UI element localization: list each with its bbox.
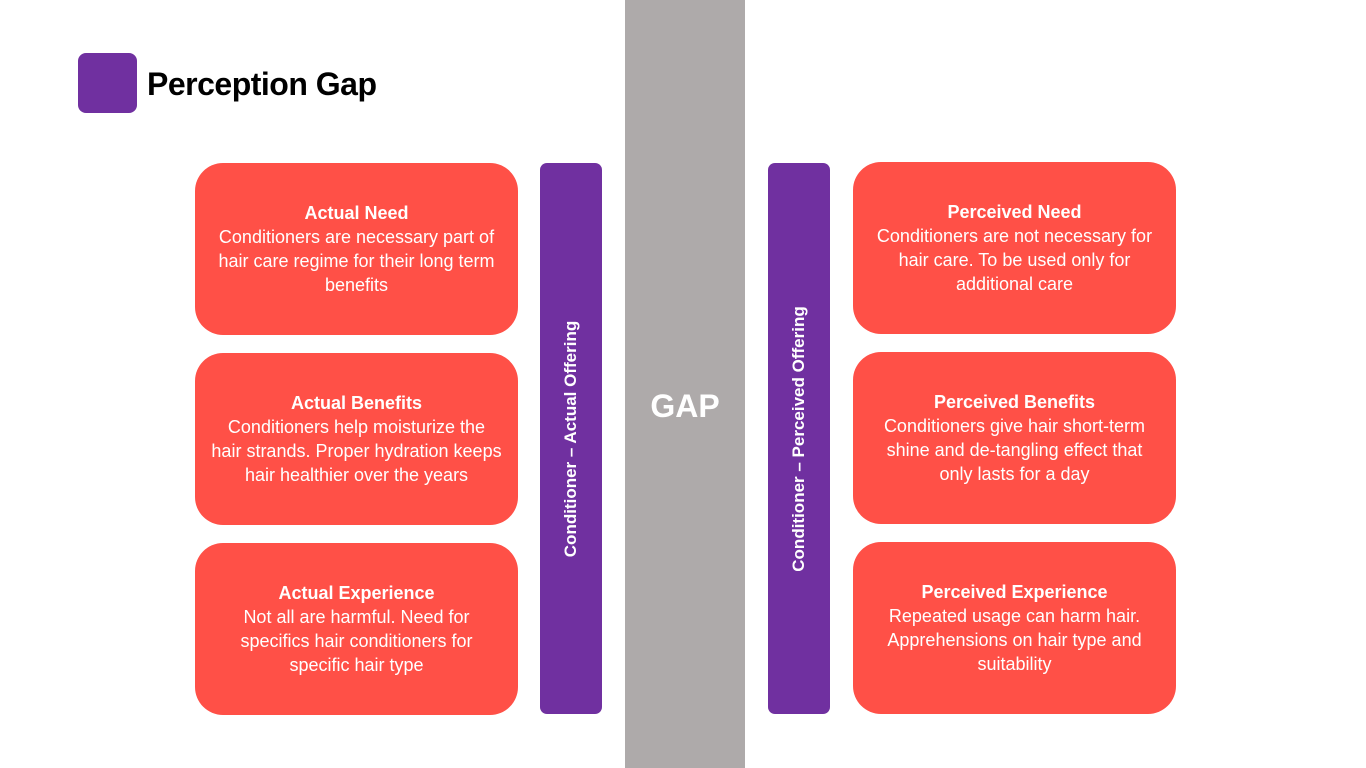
gap-label: GAP — [650, 388, 720, 424]
card-body: Conditioners are necessary part of hair … — [218, 227, 495, 295]
card-title: Actual Experience — [278, 583, 435, 603]
actual-benefits-card: Actual Benefits Conditioners help moistu… — [195, 353, 518, 525]
card-body: Not all are harmful. Need for specifics … — [240, 607, 473, 675]
card-body: Repeated usage can harm hair. Apprehensi… — [887, 606, 1142, 674]
actual-need-card: Actual Need Conditioners are necessary p… — [195, 163, 518, 335]
perceived-benefits-card: Perceived Benefits Conditioners give hai… — [853, 352, 1176, 524]
card-body: Conditioners help moisturize the hair st… — [211, 417, 502, 485]
actual-experience-card: Actual Experience Not all are harmful. N… — [195, 543, 518, 715]
perceived-offering-bar: Conditioner – Perceived Offering — [768, 163, 830, 714]
card-title: Perceived Experience — [921, 582, 1108, 602]
actual-offering-bar: Conditioner – Actual Offering — [540, 163, 602, 714]
card-title: Perceived Benefits — [933, 392, 1096, 412]
actual-offering-label: Conditioner – Actual Offering — [561, 320, 580, 557]
card-body: Conditioners give hair short-term shine … — [883, 416, 1146, 484]
perceived-experience-card: Perceived Experience Repeated usage can … — [853, 542, 1176, 714]
perceived-offering-label: Conditioner – Perceived Offering — [789, 305, 808, 572]
card-title: Actual Benefits — [290, 393, 423, 413]
card-body: Conditioners are not necessary for hair … — [876, 226, 1153, 294]
title-accent-square — [78, 53, 137, 113]
card-title: Actual Need — [304, 203, 409, 223]
perceived-need-card: Perceived Need Conditioners are not nece… — [853, 162, 1176, 334]
page-title: Perception Gap — [147, 66, 377, 102]
gap-band — [625, 0, 745, 768]
card-title: Perceived Need — [947, 202, 1082, 222]
